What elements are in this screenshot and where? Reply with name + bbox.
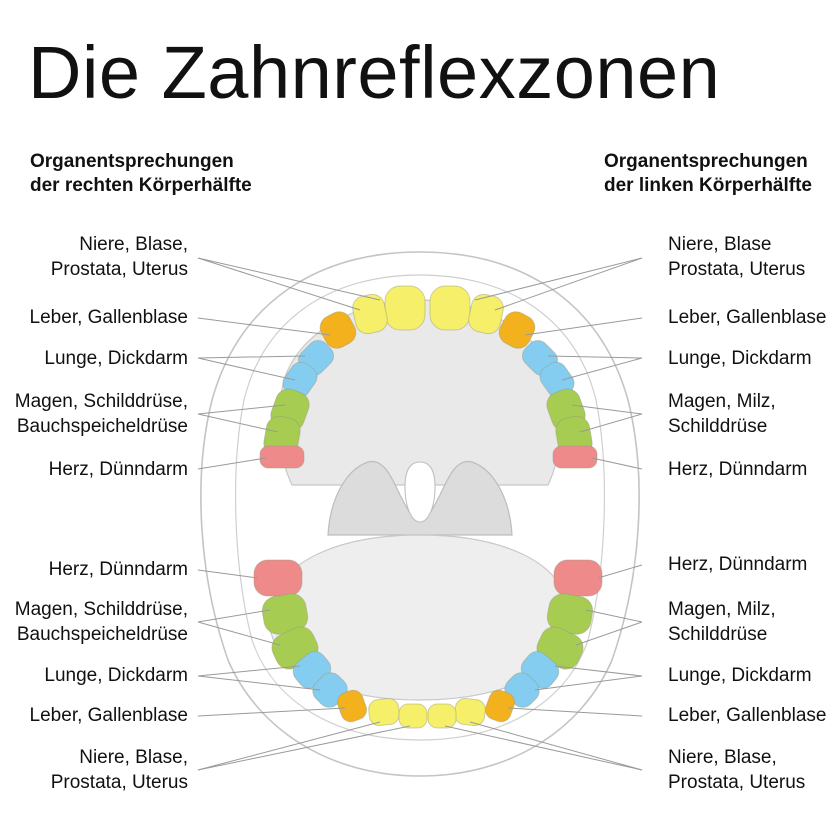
label-line: Prostata, Uterus — [668, 772, 806, 793]
label-right-lower-herz: Herz, Dünndarm — [668, 554, 808, 575]
leader-left-upper-magen-b — [197, 413, 279, 433]
tooth-upper-incisor-lat-r — [468, 293, 504, 335]
page-title: Die Zahnreflexzonen — [28, 31, 721, 114]
label-right-lower-niere: Niere, Blase, Prostata, Uterus — [668, 745, 805, 795]
header-right-body-half: Organentsprechungen der rechten Körperhä… — [30, 150, 252, 198]
label-left-upper-niere: Niere, Blase, Prostata, Uterus — [51, 232, 188, 282]
leader-left-lower-magen-b — [197, 621, 281, 646]
label-right-upper-niere: Niere, Blase Prostata, Uterus — [668, 232, 805, 282]
tooth-lower-canine-l — [336, 689, 368, 723]
label-right-lower-magen: Magen, Milz, Schilddrüse — [668, 597, 776, 647]
header-left-line2: der rechten Körperhälfte — [30, 175, 252, 196]
tooth-lower-canine-r — [484, 689, 516, 723]
leader-lines — [197, 257, 643, 771]
leader-left-lower-lunge-b — [197, 675, 321, 691]
label-left-lower-magen: Magen, Schilddrüse, Bauchspeicheldrüse — [15, 597, 188, 647]
label-line: Niere, Blase, — [668, 747, 777, 768]
tooth-lower-wisdom-l — [253, 559, 303, 597]
leader-right-lower-niere-a — [469, 721, 643, 771]
leader-right-upper-leber — [524, 317, 643, 336]
leader-right-lower-niere-b — [444, 725, 643, 771]
tooth-upper-incisor-lat-l — [352, 293, 388, 335]
label-line: Magen, Milz, — [668, 599, 776, 620]
tooth-upper-canine-r — [498, 311, 536, 349]
label-right-lower-leber: Leber, Gallenblase — [668, 705, 827, 726]
leader-left-upper-niere-b — [197, 257, 361, 311]
leader-right-lower-magen-a — [585, 609, 643, 623]
tooth-upper-incisor-center-l — [384, 285, 426, 331]
tooth-lower-incisor-center-l — [398, 703, 428, 729]
leader-left-lower-leber — [197, 707, 346, 717]
label-line: Bauchspeicheldrüse — [16, 416, 188, 437]
header-left-body-half: Organentsprechungen der linken Körperhäl… — [604, 150, 812, 198]
leader-left-upper-lunge-b — [197, 357, 296, 381]
leader-right-upper-magen-a — [571, 404, 643, 415]
header-right-line2: der linken Körperhälfte — [604, 175, 812, 196]
leader-right-upper-herz — [591, 457, 643, 470]
leader-right-upper-magen-b — [579, 413, 643, 433]
label-left-upper-herz: Herz, Dünndarm — [48, 459, 188, 480]
label-line: Niere, Blase — [668, 234, 772, 255]
label-line: Prostata, Uterus — [668, 259, 806, 280]
label-left-lower-lunge: Lunge, Dickdarm — [44, 665, 188, 686]
label-line: Magen, Schilddrüse, — [14, 391, 188, 412]
label-right-upper-lunge: Lunge, Dickdarm — [668, 348, 812, 369]
leader-left-lower-niere-a — [197, 721, 381, 771]
leader-left-lower-herz — [197, 569, 259, 579]
label-line: Niere, Blase, — [79, 747, 188, 768]
leader-right-lower-herz — [597, 564, 643, 579]
leader-left-lower-niere-b — [197, 725, 411, 771]
label-line: Niere, Blase, — [79, 234, 188, 255]
label-right-lower-lunge: Lunge, Dickdarm — [668, 665, 812, 686]
leader-right-lower-magen-b — [575, 621, 643, 646]
teeth — [253, 285, 603, 729]
leader-right-lower-lunge-a — [554, 665, 643, 677]
tooth-lower-incisor-center-r — [427, 703, 457, 729]
tooth-lower-incisor-lat-l — [368, 697, 400, 727]
label-line: Magen, Schilddrüse, — [14, 599, 188, 620]
leader-left-upper-lunge-a — [197, 355, 306, 359]
leader-right-lower-lunge-b — [534, 675, 643, 691]
tooth-upper-wisdom-r — [552, 445, 598, 469]
leader-left-upper-herz — [197, 457, 267, 470]
leader-left-lower-lunge-a — [197, 665, 301, 677]
header-right-line1: Organentsprechungen — [604, 151, 808, 172]
leader-right-upper-niere-a — [474, 257, 643, 301]
label-right-upper-herz: Herz, Dünndarm — [668, 459, 808, 480]
tooth-upper-wisdom-l — [259, 445, 305, 469]
leader-right-upper-lunge-a — [547, 355, 643, 359]
gum-outline — [235, 274, 605, 741]
label-left-upper-leber: Leber, Gallenblase — [29, 307, 188, 328]
label-left-lower-herz: Herz, Dünndarm — [48, 559, 188, 580]
leader-left-upper-leber — [197, 317, 331, 336]
header-left-line1: Organentsprechungen — [30, 151, 234, 172]
label-line: Schilddrüse — [668, 624, 768, 645]
label-left-lower-niere: Niere, Blase, Prostata, Uterus — [51, 745, 188, 795]
leader-left-upper-magen-a — [197, 404, 286, 415]
label-left-lower-leber: Leber, Gallenblase — [29, 705, 188, 726]
label-left-upper-lunge: Lunge, Dickdarm — [44, 348, 188, 369]
leader-left-lower-magen-a — [197, 609, 271, 623]
label-right-upper-leber: Leber, Gallenblase — [668, 307, 827, 328]
tooth-upper-incisor-center-r — [429, 285, 471, 331]
tooth-lower-wisdom-r — [553, 559, 603, 597]
label-line: Prostata, Uterus — [50, 772, 188, 793]
label-line: Magen, Milz, — [668, 391, 776, 412]
label-line: Schilddrüse — [668, 416, 768, 437]
label-right-upper-magen: Magen, Milz, Schilddrüse — [668, 389, 776, 439]
uvula — [404, 461, 436, 523]
tooth-upper-canine-l — [319, 311, 357, 349]
label-line: Prostata, Uterus — [50, 259, 188, 280]
label-left-upper-magen: Magen, Schilddrüse, Bauchspeicheldrüse — [15, 389, 188, 439]
leader-right-lower-leber — [507, 707, 643, 717]
leader-right-upper-niere-b — [494, 257, 643, 311]
leader-left-upper-niere-a — [197, 257, 381, 301]
label-line: Bauchspeicheldrüse — [16, 624, 188, 645]
leader-right-upper-lunge-b — [561, 357, 643, 381]
